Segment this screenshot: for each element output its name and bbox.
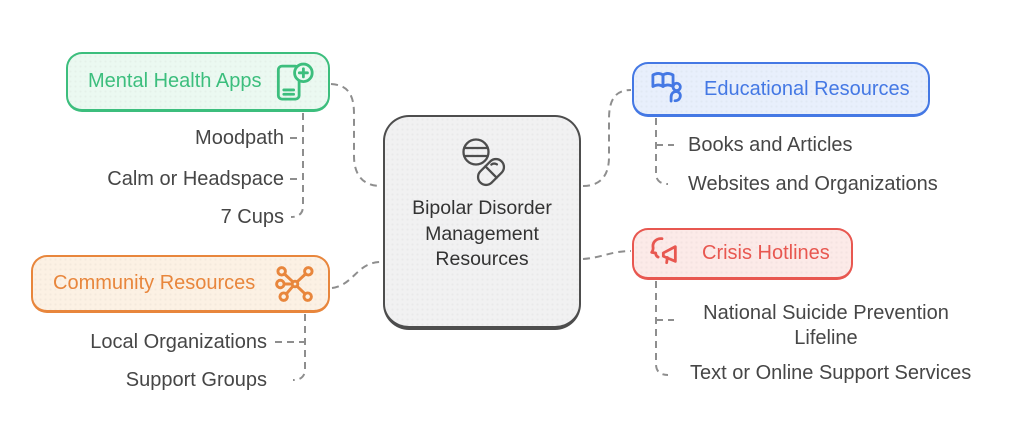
item-websites-and-organizations: Websites and Organizations <box>688 173 938 195</box>
item-7-cups: 7 Cups <box>220 206 284 228</box>
phone-medical-app-icon <box>276 62 314 101</box>
node-educational-resources: Educational Resources <box>632 62 930 117</box>
item-national-suicide-prevention-lifeline: National Suicide Prevention Lifeline <box>703 302 949 349</box>
item-moodpath: Moodpath <box>195 127 284 149</box>
node-mental-health-apps: Mental Health Apps <box>66 52 330 112</box>
item-text-or-online-support-services: Text or Online Support Services <box>690 362 972 384</box>
item-books-and-articles: Books and Articles <box>688 134 853 156</box>
connector-crisis-items-spine <box>655 281 669 376</box>
node-crisis-hotlines: Crisis Hotlines <box>632 228 853 280</box>
person-megaphone-icon <box>650 236 677 264</box>
node-mental-health-apps-label: Mental Health Apps <box>88 70 262 92</box>
center-node-label: Bipolar Disorder Management Resources <box>412 197 552 270</box>
item-calm-or-headspace: Calm or Headspace <box>107 168 284 190</box>
connector-mha-items-spine <box>290 113 304 218</box>
connector-community-items-spine <box>292 314 306 381</box>
book-reader-icon <box>651 72 682 103</box>
node-crisis-hotlines-label: Crisis Hotlines <box>702 242 830 264</box>
item-local-organizations: Local Organizations <box>90 331 267 353</box>
connector-community-resources-center <box>331 261 382 289</box>
network-nodes-icon <box>275 265 314 302</box>
connector-mental-health-apps-center <box>330 83 382 187</box>
item-support-groups: Support Groups <box>125 369 267 391</box>
pills-icon <box>462 138 506 187</box>
node-community-resources-label: Community Resources <box>53 272 256 294</box>
connector-center-educational-resources <box>582 89 632 187</box>
node-educational-resources-label: Educational Resources <box>704 77 910 100</box>
connector-edu-items-spine <box>655 118 669 185</box>
node-center: Bipolar Disorder Management Resources <box>383 115 581 330</box>
node-community-resources: Community Resources <box>31 255 330 313</box>
connector-center-crisis-hotlines <box>582 250 632 260</box>
